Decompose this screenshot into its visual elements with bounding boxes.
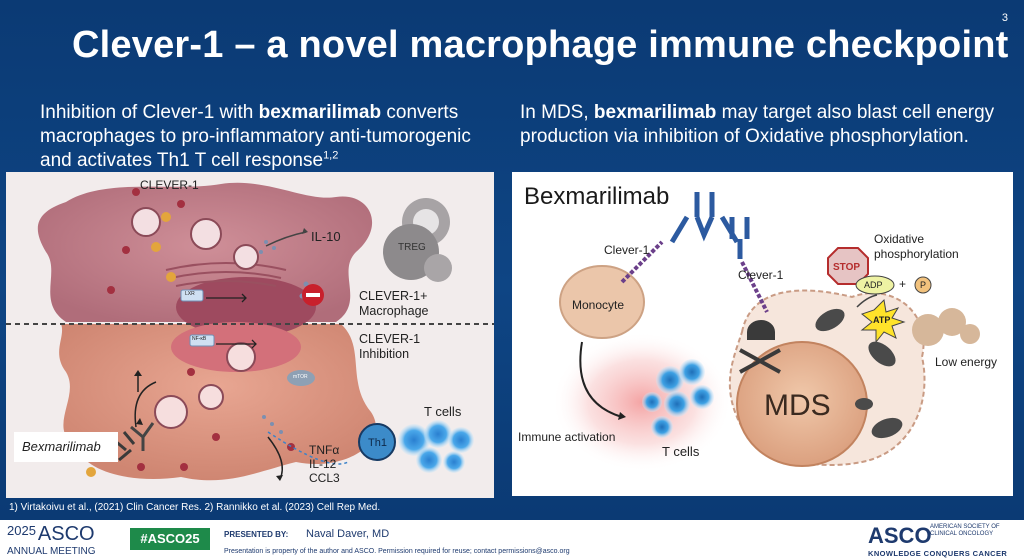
treg-cells (383, 198, 452, 282)
macrophage-illustration (6, 182, 494, 481)
clever1-label-a: Clever-1 (604, 243, 650, 257)
oxphos-label-line2: phosphorylation (874, 247, 959, 261)
arrow-oxphos (856, 294, 878, 308)
il10-label: IL-10 (311, 229, 341, 244)
vesicles (131, 207, 259, 429)
monocyte-label: Monocyte (572, 298, 625, 312)
society-name: AMERICAN SOCIETY OF CLINICAL ONCOLOGY (930, 524, 1000, 537)
adp-pill (855, 275, 895, 295)
lxr-box (180, 289, 204, 302)
macrophage-figure: CLEVER-1 IL-10 TREG LXR NF-κB mTOR CLEVE… (6, 172, 494, 498)
clever1-receptor-right (740, 261, 769, 313)
arrow-curve (134, 381, 157, 428)
mds-figure: Bexmarilimab Clever-1 Clever-1 Oxidative… (512, 172, 1013, 496)
cytokine-tnf: TNFα (309, 443, 340, 457)
low-energy-cells (912, 308, 980, 346)
presenter-name: Naval Daver, MD (306, 528, 390, 540)
asco-logo: ASCO (868, 523, 932, 548)
cytokine-ccl3: CCL3 (309, 471, 340, 485)
plus-label: + (899, 277, 907, 291)
macrophage-label-line2: Macrophage (359, 304, 429, 318)
presented-by-label: PRESENTED BY: (224, 530, 289, 539)
mtor-label: mTOR (293, 374, 308, 380)
mtor-box (287, 370, 315, 386)
meeting-name: ANNUAL MEETING (7, 546, 96, 557)
drug-label-box: Bexmarilimab (14, 432, 118, 462)
p-pill (914, 276, 932, 294)
tcell-group (642, 359, 714, 438)
th1-cell (358, 423, 396, 461)
nfkb-label: NF-κB (192, 336, 207, 342)
permission-notice: Presentation is property of the author a… (224, 548, 570, 555)
tcells-label: T cells (424, 404, 462, 419)
left-lead-text: Inhibition of Clever-1 with bexmarilimab… (40, 102, 471, 171)
mds-label: MDS (764, 389, 831, 422)
antibody-icon-2 (729, 217, 750, 259)
macrophage-label-line1: CLEVER-1+ (359, 289, 428, 303)
nucleus-top (176, 277, 316, 337)
tcell-cluster (398, 420, 474, 473)
mitochondria (815, 308, 903, 439)
antibody-drug (130, 422, 155, 451)
cytokine-il12: IL-12 (309, 457, 337, 471)
tcells-label: T cells (662, 444, 700, 459)
arrow-cytokine (267, 431, 349, 465)
references: 1) Virtakoivu et al., (2021) Clin Cancer… (9, 502, 381, 513)
lxr-label: LXR (185, 291, 195, 297)
clever1-receptor-left (620, 240, 664, 284)
drug-name-bold: bexmarilimab (258, 102, 382, 123)
hashtag-badge: #ASCO25 (130, 528, 210, 550)
p-label: P (920, 280, 927, 290)
stop-label: STOP (833, 262, 861, 273)
drug-name-bold: bexmarilimab (593, 102, 717, 123)
citation-superscript: 1,2 (323, 149, 339, 162)
golgi (165, 262, 287, 287)
antibody-icon (669, 192, 740, 244)
slide-title: Clever-1 – a novel macrophage immune che… (72, 24, 1009, 66)
figure-title: Bexmarilimab (524, 183, 670, 210)
clever1-label-b: Clever-1 (738, 268, 784, 282)
low-energy-label: Low energy (935, 355, 998, 369)
inhibition-label-line1: CLEVER-1 (359, 332, 421, 346)
tagline: KNOWLEDGE CONQUERS CANCER (868, 549, 1008, 558)
th1-label: Th1 (368, 437, 387, 449)
slide: Clever-1 – a novel macrophage immune che… (0, 0, 1024, 520)
adp-label: ADP (864, 280, 883, 290)
clever1-label: CLEVER-1 (140, 178, 199, 192)
inhibition-label-line2: Inhibition (359, 347, 410, 361)
arrow-immune (579, 341, 623, 418)
treg-label: TREG (398, 242, 426, 253)
right-lead-text: In MDS, bexmarilimab may target also bla… (520, 102, 995, 147)
monocyte-cell (559, 265, 645, 339)
nfkb-box (189, 334, 215, 347)
mds-illustration (552, 192, 980, 472)
oxphos-label-line1: Oxidative (874, 232, 925, 246)
skull-icon (747, 320, 775, 340)
atp-label: ATP (873, 315, 891, 325)
slide-number: 3 (1001, 12, 1008, 24)
atp-burst (860, 298, 906, 344)
immune-activation-label: Immune activation (518, 430, 616, 444)
